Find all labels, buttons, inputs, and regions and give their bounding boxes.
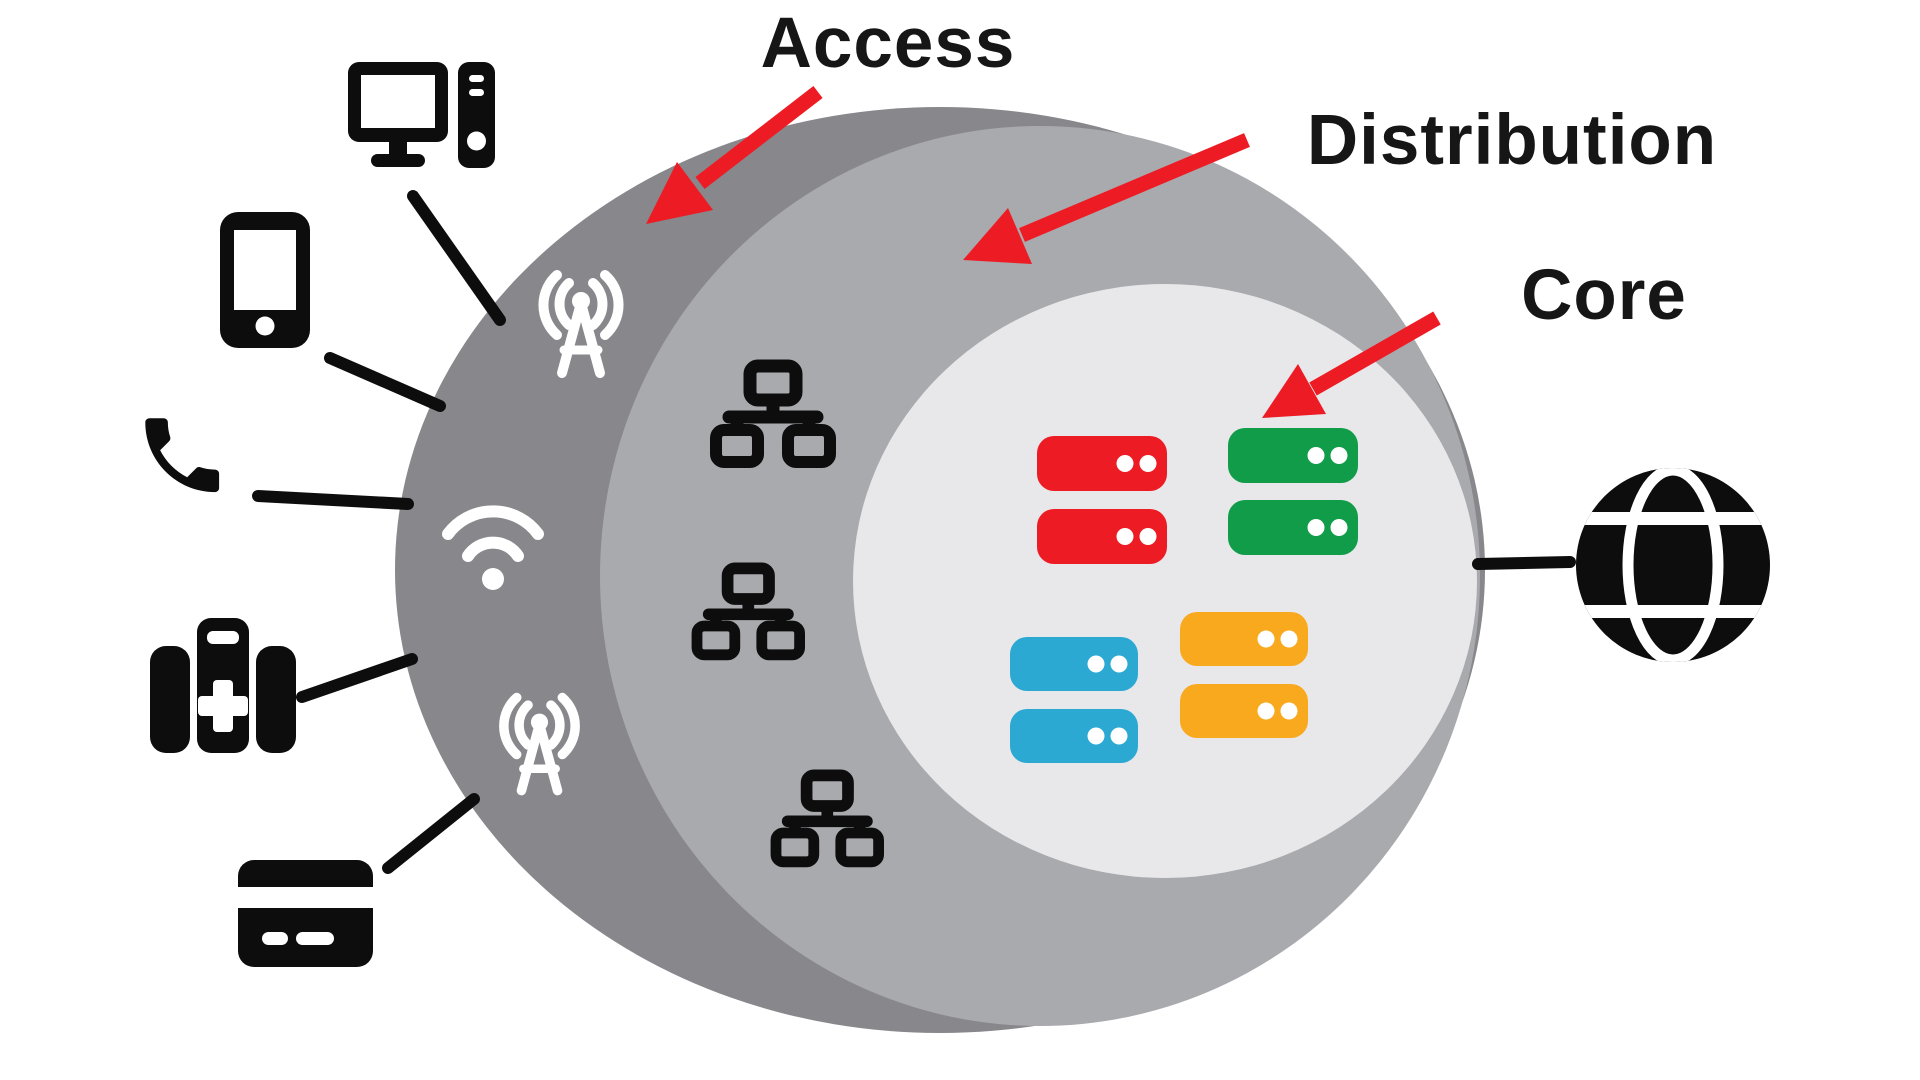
medical-kit-link-line xyxy=(296,653,418,703)
globe-icon xyxy=(1576,468,1770,662)
telephone-link-line xyxy=(252,490,414,510)
computer-link-line xyxy=(407,190,506,326)
credit-card-icon xyxy=(238,860,373,967)
distribution-arrow xyxy=(963,133,1250,264)
connector-lines xyxy=(252,190,1576,874)
smartphone-link-line xyxy=(324,352,446,412)
desktop-computer-icon xyxy=(348,62,495,168)
core-label: Core xyxy=(1521,256,1687,335)
core-circle xyxy=(853,284,1477,878)
server-stack-yellow-icon xyxy=(1180,612,1308,738)
core-arrow xyxy=(1262,311,1441,418)
server-stack-blue-icon xyxy=(1010,637,1138,763)
smartphone-icon xyxy=(220,212,310,348)
wifi-icon xyxy=(442,505,544,590)
server-stack-green-icon xyxy=(1228,428,1358,555)
distribution-label: Distribution xyxy=(1306,101,1718,180)
telephone-handset-icon xyxy=(145,418,220,493)
credit-card-link-line xyxy=(382,793,480,874)
globe-link-line xyxy=(1472,556,1576,570)
access-label: Access xyxy=(760,4,1016,83)
medical-kit-icon xyxy=(150,618,296,753)
core-servers xyxy=(1010,428,1358,763)
access-arrow xyxy=(646,86,823,224)
server-stack-red-icon xyxy=(1037,436,1167,564)
